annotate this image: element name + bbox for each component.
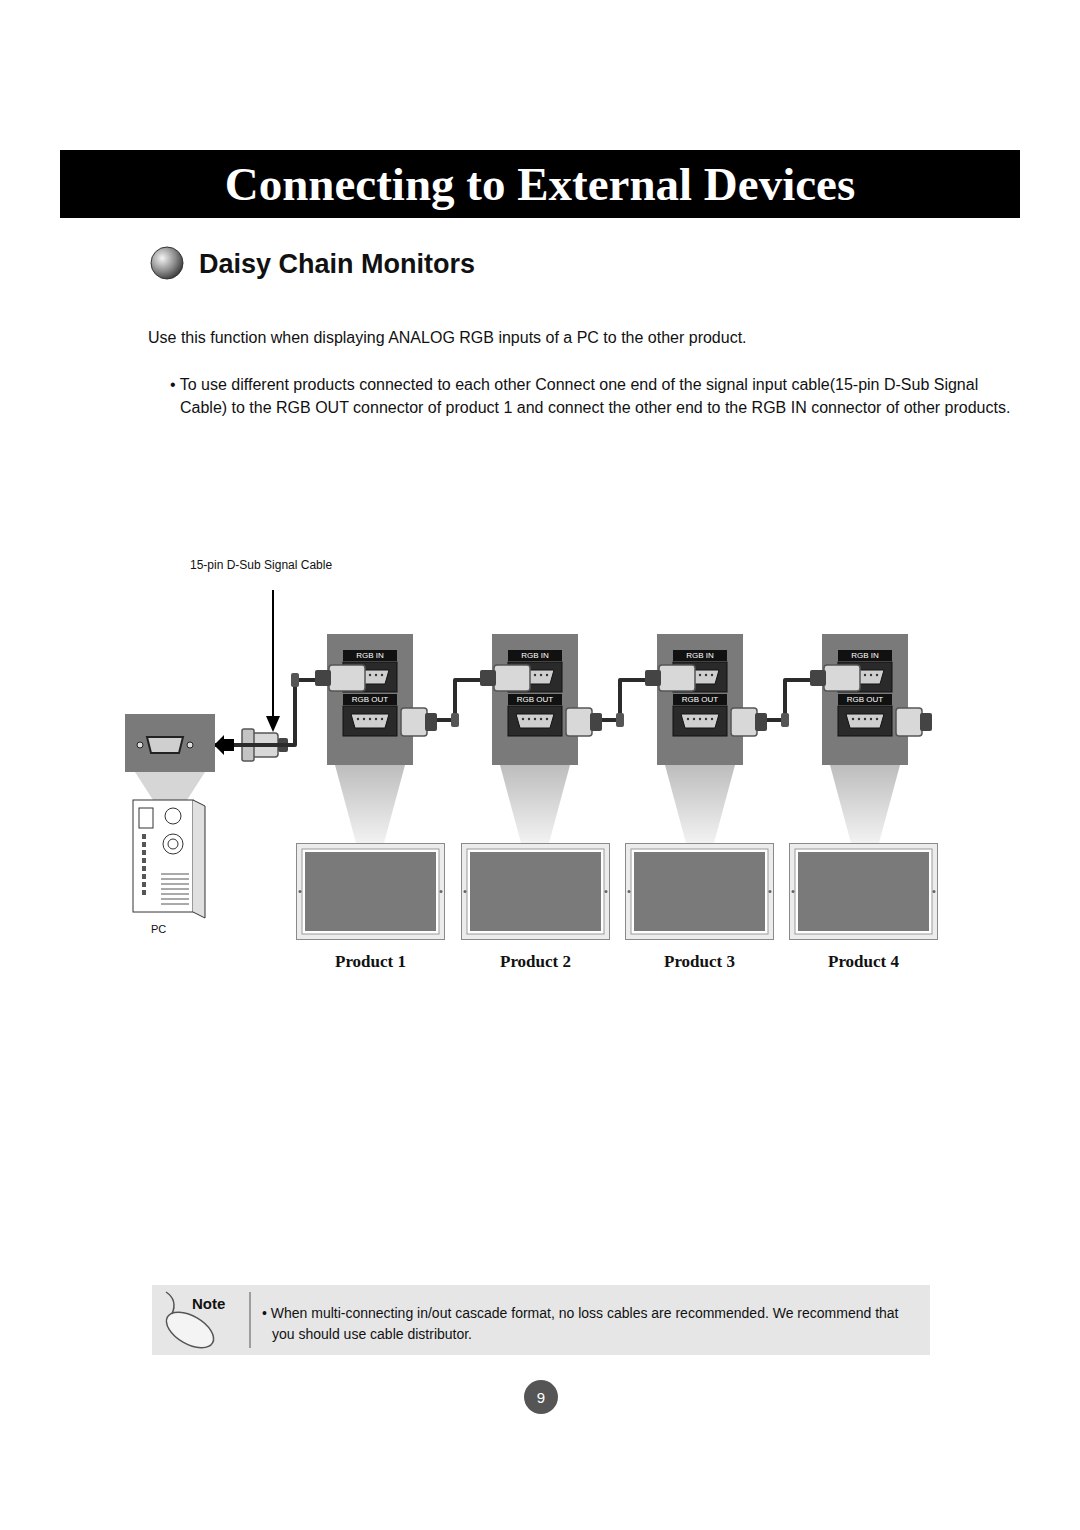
dsub-port: [343, 706, 397, 736]
pc-unit: PC: [125, 714, 215, 940]
section-bullet: [151, 247, 183, 279]
monitor-bezel: [462, 844, 610, 940]
port-label: RGB IN: [838, 650, 892, 661]
monitor-outline: [461, 843, 610, 940]
ferrite-core: [781, 713, 789, 727]
monitor-bezel: [626, 844, 774, 940]
dsub-port: [137, 737, 193, 753]
note-text: • When multi-connecting in/out cascade f…: [262, 1303, 902, 1345]
monitor-bezel: [790, 844, 938, 940]
intro-text: Use this function when displaying ANALOG…: [148, 328, 1028, 348]
product-label: Product 3: [615, 952, 784, 972]
port-label: RGB OUT: [838, 694, 892, 705]
panel-face: [327, 634, 413, 765]
connector-panel: RGB IN RGB OUT: [657, 634, 743, 765]
page-title: Connecting to External Devices: [60, 150, 1020, 218]
panel-face: [492, 634, 578, 765]
ferrite-core: [616, 713, 624, 727]
monitor-screen: [470, 852, 601, 931]
bezel-inner: [302, 849, 439, 934]
bezel-dot: [605, 890, 608, 893]
connector-panel: RGB IN RGB OUT: [327, 634, 413, 765]
port-label: RGB OUT: [673, 694, 727, 705]
bezel-dot: [933, 890, 936, 893]
signal-cable: [215, 680, 327, 745]
monitor-screen: [305, 852, 436, 931]
bezel-dot: [299, 890, 302, 893]
projection-cone: [135, 772, 205, 800]
monitor-display: Product 3: [625, 843, 774, 940]
vga-plug: [566, 708, 602, 736]
bezel-inner: [631, 849, 768, 934]
pc-outline: [125, 714, 215, 940]
port-label: RGB IN: [508, 650, 562, 661]
projection-cones: [335, 765, 900, 843]
bezel-inner: [795, 849, 932, 934]
projection-cone: [500, 765, 570, 843]
bezel-dot: [792, 890, 795, 893]
port-label: RGB OUT: [508, 694, 562, 705]
vga-plug: [401, 708, 437, 736]
port-label: RGB OUT: [343, 694, 397, 705]
leader-line: [272, 590, 274, 718]
connector-panel: RGB IN RGB OUT: [492, 634, 578, 765]
panel-face: [657, 634, 743, 765]
connector-panel: RGB IN RGB OUT: [822, 634, 908, 765]
leader-arrowhead: [266, 716, 280, 732]
product-label: Product 4: [779, 952, 948, 972]
page-number: 9: [524, 1388, 558, 1407]
note-box: [152, 1285, 930, 1355]
note-divider: [250, 1292, 251, 1348]
monitor-outline: [789, 843, 938, 940]
monitor-screen: [634, 852, 765, 931]
projection-cone: [830, 765, 900, 843]
port-label: RGB IN: [343, 650, 397, 661]
dsub-port: [673, 706, 727, 736]
projection-cone: [665, 765, 735, 843]
vga-plug: [896, 708, 932, 736]
vga-plug: [810, 665, 860, 691]
page-number-disc: [524, 1380, 558, 1414]
product-label: Product 2: [451, 952, 620, 972]
product-label: Product 1: [286, 952, 455, 972]
projection-cone: [335, 765, 405, 843]
bezel-dot: [769, 890, 772, 893]
ferrite-core: [451, 713, 459, 727]
vga-plug: [645, 665, 695, 691]
dsub-port: [838, 706, 892, 736]
monitor-display: Product 1: [296, 843, 445, 940]
dsub-port: [508, 706, 562, 736]
monitor-outline: [296, 843, 445, 940]
bezel-inner: [467, 849, 604, 934]
vga-plug: [315, 665, 365, 691]
panel-face: [822, 634, 908, 765]
monitor-display: Product 4: [789, 843, 938, 940]
pc-tower: [133, 800, 205, 918]
vga-plug: [480, 665, 530, 691]
note-heading: Note: [192, 1294, 242, 1313]
bullet-text: • To use different products connected to…: [170, 373, 1015, 419]
pc-label: PC: [151, 923, 166, 936]
section-heading: Daisy Chain Monitors: [199, 247, 699, 281]
cable-label: 15-pin D-Sub Signal Cable: [190, 558, 410, 573]
monitor-bezel: [297, 844, 445, 940]
title-bar: [60, 150, 1020, 218]
pc-port-panel: [125, 714, 215, 772]
monitor-outline: [625, 843, 774, 940]
bezel-dot: [628, 890, 631, 893]
monitor-display: Product 2: [461, 843, 610, 940]
bezel-dot: [464, 890, 467, 893]
vga-plug: [731, 708, 767, 736]
port-label: RGB IN: [673, 650, 727, 661]
ferrite-core: [291, 673, 299, 687]
monitor-screen: [798, 852, 929, 931]
bezel-dot: [440, 890, 443, 893]
